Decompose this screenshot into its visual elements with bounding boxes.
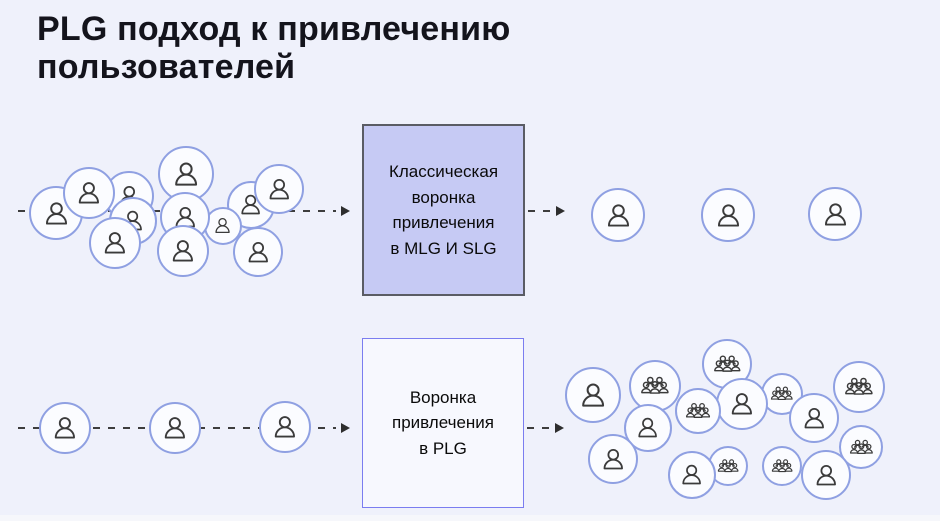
- classic-funnel-box: Классическая воронка привлечения в MLG И…: [362, 124, 525, 296]
- arrowhead-right-icon: [555, 423, 564, 433]
- user-avatar-circle: [668, 451, 716, 499]
- user-icon: [170, 158, 202, 190]
- user-icon: [171, 203, 200, 232]
- user-icon: [603, 200, 634, 231]
- dashed-connector: [527, 427, 552, 429]
- user-avatar-circle: [591, 188, 645, 242]
- plg-funnel-label: Воронка привлечения в PLG: [391, 387, 494, 458]
- user-icon: [270, 412, 300, 442]
- user-icon: [713, 200, 744, 231]
- user-avatar-circle: [63, 167, 115, 219]
- user-icon: [74, 178, 104, 208]
- user-avatar-circle: [588, 434, 638, 484]
- group-avatar-circle: [629, 360, 681, 412]
- user-avatar-circle: [801, 450, 851, 500]
- user-icon: [800, 404, 829, 433]
- users-group-icon: [685, 398, 711, 424]
- user-icon: [727, 389, 757, 419]
- dashed-connector: [528, 210, 554, 212]
- user-icon: [160, 413, 190, 443]
- user-avatar-circle: [259, 401, 311, 453]
- arrowhead-right-icon: [556, 206, 565, 216]
- arrowhead-right-icon: [341, 423, 350, 433]
- user-icon: [634, 414, 661, 441]
- user-avatar-circle: [789, 393, 839, 443]
- user-icon: [812, 461, 841, 490]
- user-icon: [265, 175, 294, 204]
- users-group-icon: [717, 455, 739, 477]
- user-icon: [100, 228, 130, 258]
- user-avatar-circle: [254, 164, 304, 214]
- user-avatar-circle: [89, 217, 141, 269]
- users-group-icon: [771, 455, 793, 477]
- group-avatar-circle: [761, 373, 803, 415]
- user-icon: [41, 198, 72, 229]
- user-avatar-circle: [157, 225, 209, 277]
- user-icon: [237, 191, 264, 218]
- user-icon: [599, 445, 628, 474]
- footer-strip: [0, 515, 940, 521]
- user-avatar-circle: [204, 207, 242, 245]
- users-group-icon: [849, 435, 874, 460]
- user-avatar-circle: [701, 188, 755, 242]
- group-avatar-circle: [762, 446, 802, 486]
- user-avatar-circle: [808, 187, 862, 241]
- user-icon: [678, 461, 705, 488]
- user-avatar-circle: [716, 378, 768, 430]
- group-avatar-circle: [675, 388, 721, 434]
- user-icon: [168, 236, 198, 266]
- user-icon: [820, 199, 851, 230]
- group-avatar-circle: [833, 361, 885, 413]
- users-group-icon: [640, 371, 670, 401]
- classic-funnel-label: Классическая воронка привлечения в MLG И…: [388, 162, 499, 258]
- users-group-icon: [770, 382, 794, 406]
- user-avatar-circle: [149, 402, 201, 454]
- user-avatar-circle: [565, 367, 621, 423]
- page-title: PLG подход к привлечению пользователей: [37, 10, 511, 87]
- user-icon: [577, 379, 609, 411]
- group-avatar-circle: [839, 425, 883, 469]
- users-group-icon: [844, 372, 874, 402]
- user-avatar-circle: [233, 227, 283, 277]
- plg-funnel-box: Воронка привлечения в PLG: [362, 338, 524, 508]
- user-avatar-circle: [39, 402, 91, 454]
- users-group-icon: [713, 350, 742, 379]
- user-icon: [50, 413, 80, 443]
- arrowhead-right-icon: [341, 206, 350, 216]
- user-icon: [212, 215, 233, 236]
- user-icon: [244, 238, 273, 267]
